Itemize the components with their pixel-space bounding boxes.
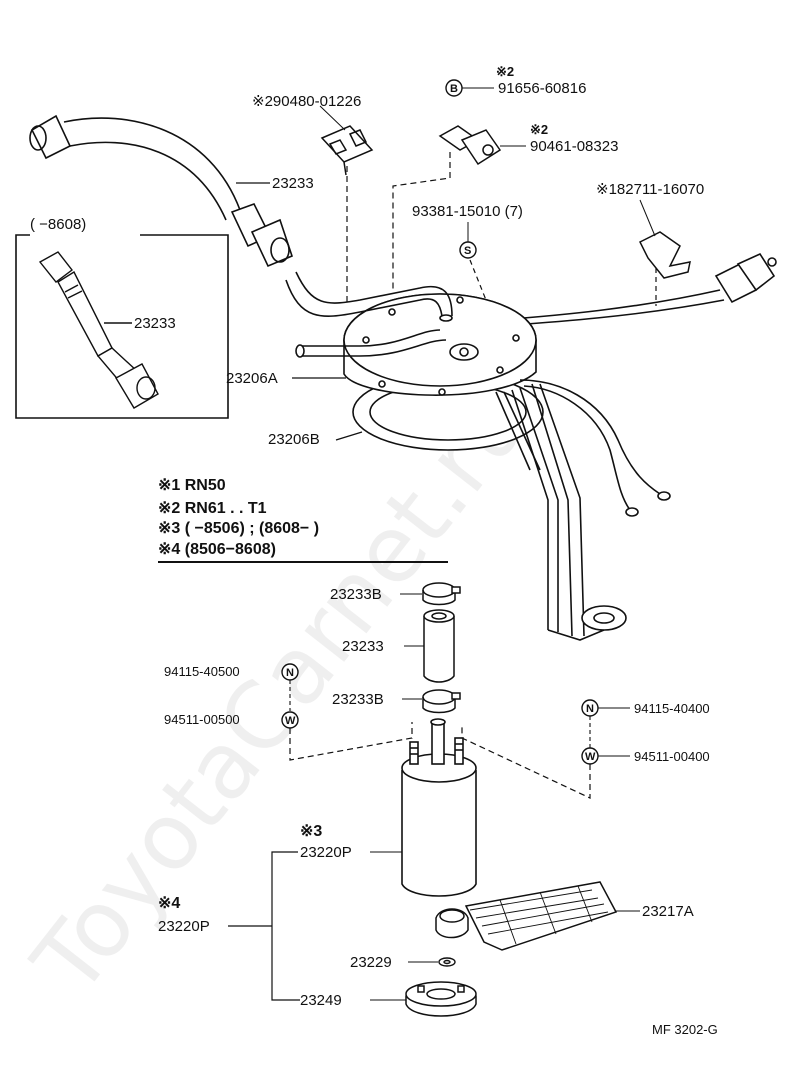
fuel-pump-bracket xyxy=(285,271,671,641)
note-3: ※3 ( −8506) ; (8608− ) xyxy=(158,520,319,537)
label-23217A: 23217A xyxy=(642,903,694,920)
label-23233-mid: 23233 xyxy=(342,638,384,655)
circled-N-right: N xyxy=(586,703,594,715)
label-23233B-lower: 23233B xyxy=(332,691,384,708)
label-note2a: ※2 xyxy=(496,64,514,79)
clip-182711 xyxy=(638,199,691,279)
note-1: ※1 RN50 xyxy=(158,477,226,494)
washer-23229 xyxy=(438,957,456,967)
note-2: ※2 RN61 . . T1 xyxy=(158,500,267,517)
circled-N-left: N xyxy=(286,667,294,679)
label-94115-40500: 94115-40500 xyxy=(164,664,240,679)
nut-94115-40400: N xyxy=(581,699,630,717)
inset-box xyxy=(15,234,229,419)
label-23206B: 23206B xyxy=(268,431,320,448)
label-note2b: ※2 xyxy=(530,122,548,137)
label-93381: 93381-15010 (7) xyxy=(412,203,523,220)
label-23233-top: 23233 xyxy=(272,175,314,192)
hose-clamp-lower xyxy=(422,689,461,714)
label-94511-00500: 94511-00500 xyxy=(164,712,240,727)
washer-93381: S xyxy=(459,222,487,301)
circled-B: B xyxy=(450,83,458,95)
inset-range-label: ( −8608) xyxy=(30,216,86,233)
washer-94511-00400: W xyxy=(581,747,630,765)
label-182711: ※182711-16070 xyxy=(596,181,704,198)
label-90461: 90461-08323 xyxy=(530,138,618,155)
inset-part-label: 23233 xyxy=(134,315,176,332)
label-23220P-a: 23220P xyxy=(300,844,352,861)
nut-94115-40500: N xyxy=(281,663,299,681)
circled-W-left: W xyxy=(285,715,296,727)
hose-clamp-upper xyxy=(422,582,461,606)
washer-94511-00500: W xyxy=(281,711,299,729)
figure-code: MF 3202-G xyxy=(652,1022,718,1037)
label-note3: ※3 xyxy=(300,823,322,840)
label-94115-40400: 94115-40400 xyxy=(634,701,710,716)
note-4: ※4 (8506−8608) xyxy=(158,541,276,558)
circled-W-right: W xyxy=(585,751,596,763)
clamp-90461 xyxy=(438,125,526,166)
fuel-hose-top xyxy=(29,114,293,268)
label-290480: ※290480-01226 xyxy=(252,93,361,110)
circled-S: S xyxy=(464,245,471,257)
bolt-91656: B xyxy=(445,79,494,97)
filter-23217A xyxy=(435,881,618,951)
label-23229: 23229 xyxy=(350,954,392,971)
label-91656: 91656-60816 xyxy=(498,80,586,97)
label-23206A: 23206A xyxy=(226,370,278,387)
cushion-23249 xyxy=(405,981,477,1017)
fuel-pump-23220P xyxy=(401,718,477,897)
clamp-290480 xyxy=(320,125,374,176)
label-23233B-upper: 23233B xyxy=(330,586,382,603)
hose-23233 xyxy=(423,609,455,683)
label-note4: ※4 xyxy=(158,895,180,912)
label-23220P-b: 23220P xyxy=(158,918,210,935)
label-94511-00400: 94511-00400 xyxy=(634,749,710,764)
label-23249: 23249 xyxy=(300,992,342,1009)
